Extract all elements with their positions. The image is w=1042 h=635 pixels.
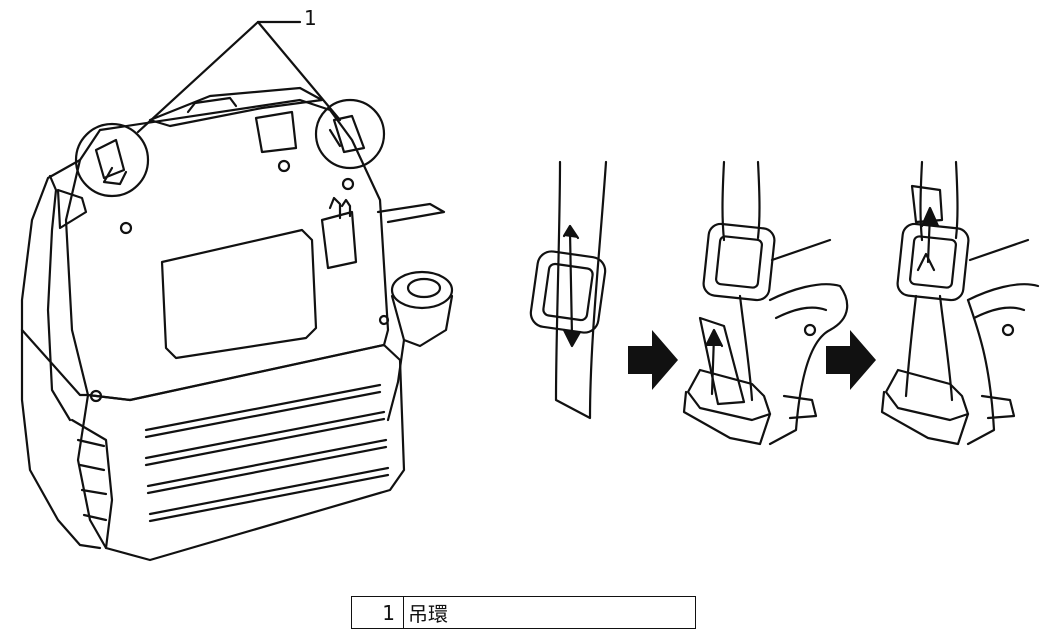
callout-leader-lines <box>136 20 342 134</box>
strap-step-3 <box>880 160 1040 446</box>
strap-step-1 <box>529 160 608 420</box>
strap-ring-right <box>314 98 386 170</box>
legend-table: 1 吊環 <box>351 596 696 629</box>
device-body <box>20 86 454 562</box>
right-arrow-icon <box>628 330 678 390</box>
right-arrow-icon <box>826 330 876 390</box>
strap-ring-left <box>74 122 150 198</box>
strap-step-2 <box>682 160 849 446</box>
legend-label: 吊環 <box>408 602 448 626</box>
callout-number: 1 <box>304 6 317 30</box>
legend-number: 1 <box>352 597 404 628</box>
